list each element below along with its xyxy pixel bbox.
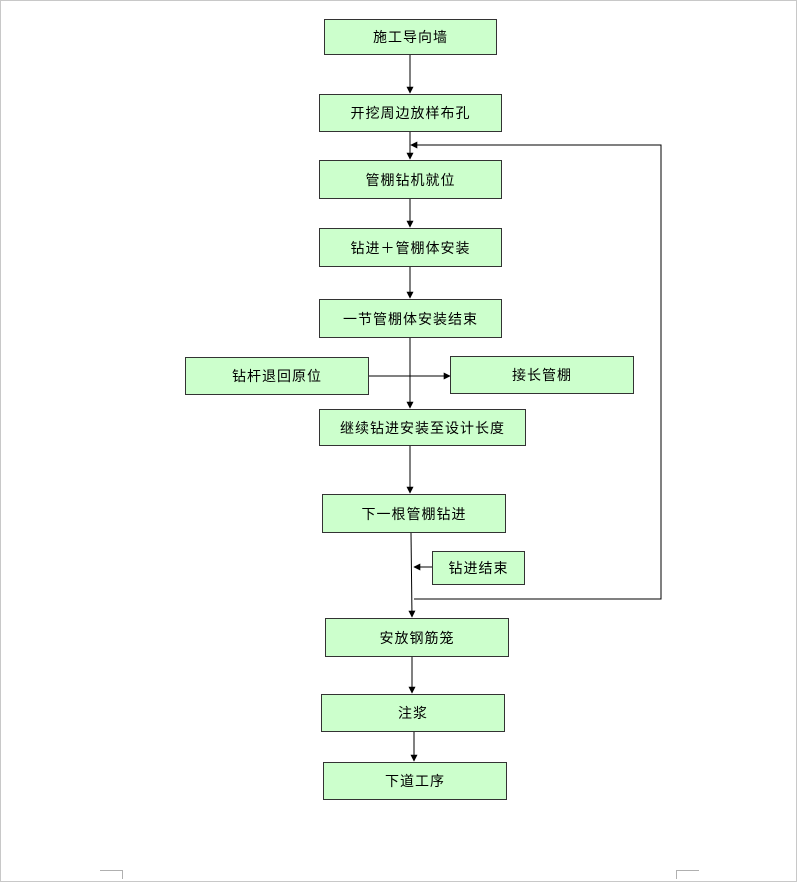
step-label: 继续钻进安装至设计长度 xyxy=(340,420,505,437)
step-label: 下一根管棚钻进 xyxy=(361,506,467,523)
step-label: 施工导向墙 xyxy=(373,30,448,46)
step-excavate-layout-holes: 开挖周边放样布孔 xyxy=(319,94,502,132)
step-label: 下道工序 xyxy=(385,774,445,790)
step-section-install-complete: 一节管棚体安装结束 xyxy=(319,299,502,338)
step-label: 管棚钻机就位 xyxy=(365,172,456,189)
step-drilling-complete: 钻进结束 xyxy=(432,551,525,585)
crop-mark-right xyxy=(676,870,699,879)
step-label: 钻进结束 xyxy=(448,561,509,577)
step-construct-guide-wall: 施工导向墙 xyxy=(324,19,497,55)
step-place-rebar-cage: 安放钢筋笼 xyxy=(325,618,509,657)
step-drill-rod-retract: 钻杆退回原位 xyxy=(185,357,369,395)
loop-back-line xyxy=(410,141,662,600)
step-label: 一节管棚体安装结束 xyxy=(343,311,478,328)
step-grouting: 注浆 xyxy=(321,694,505,732)
step-next-pipe-drilling: 下一根管棚钻进 xyxy=(322,494,506,533)
step-label: 钻进＋管棚体安装 xyxy=(350,240,471,257)
step-extend-pipe: 接长管棚 xyxy=(450,356,634,394)
step-label: 钻杆退回原位 xyxy=(232,369,322,385)
step-next-process: 下道工序 xyxy=(323,762,507,800)
crop-mark-left xyxy=(100,870,123,879)
step-drill-rig-in-position: 管棚钻机就位 xyxy=(319,160,502,199)
arrow-s9-s11 xyxy=(408,532,416,618)
step-label: 接长管棚 xyxy=(512,368,572,384)
step-continue-to-design-length: 继续钻进安装至设计长度 xyxy=(319,409,526,446)
step-label: 开挖周边放样布孔 xyxy=(350,106,471,122)
step-drill-and-install-pipe: 钻进＋管棚体安装 xyxy=(319,228,502,267)
step-label: 注浆 xyxy=(398,706,428,722)
step-label: 安放钢筋笼 xyxy=(379,630,455,647)
